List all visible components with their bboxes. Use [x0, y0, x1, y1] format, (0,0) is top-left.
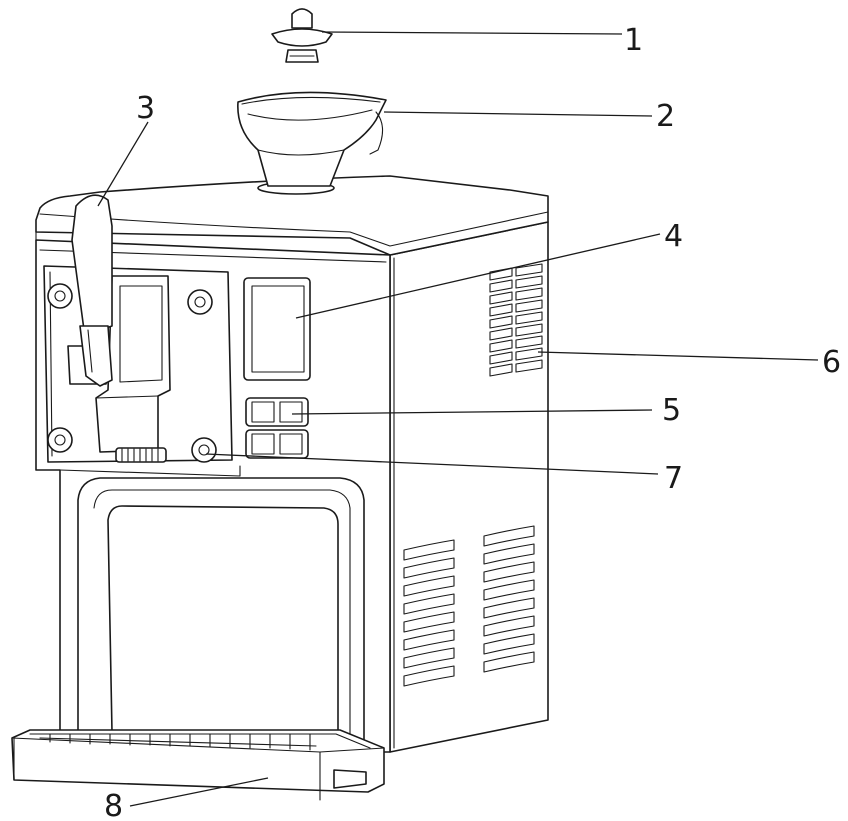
- leader-lines: [97, 31, 819, 807]
- display-screen: [243, 277, 311, 381]
- dispense-handle: [71, 194, 113, 387]
- leader-3: [97, 121, 149, 207]
- callout-2: 2: [656, 99, 675, 134]
- callout-8: 8: [104, 789, 123, 821]
- leader-1: [321, 31, 623, 35]
- leader-4: [295, 233, 661, 319]
- nozzle-ring: [115, 447, 167, 463]
- leader-2: [383, 111, 653, 117]
- hopper-funnel: [237, 91, 387, 195]
- callout-7: 7: [664, 461, 683, 496]
- side-panel: [389, 221, 549, 753]
- knob-bottom-left: [47, 427, 73, 453]
- control-buttons: [245, 397, 309, 459]
- knob-top-right: [187, 289, 213, 315]
- callout-5: 5: [662, 393, 681, 428]
- leader-8: [129, 777, 269, 807]
- knob-top-left: [47, 283, 73, 309]
- drip-tray-grate: [49, 733, 311, 751]
- side-vent-lower-left: [403, 539, 455, 687]
- callout-6: 6: [822, 345, 841, 380]
- side-vent-lower-right: [483, 525, 535, 673]
- knob-bottom-right: [191, 437, 217, 463]
- leader-5: [291, 409, 653, 415]
- drip-tray: [11, 729, 385, 801]
- dispense-alcove: [59, 465, 365, 741]
- hopper-cap: [271, 8, 333, 63]
- callout-4: 4: [664, 219, 683, 254]
- leader-6: [537, 351, 819, 361]
- callout-1: 1: [624, 23, 643, 58]
- callout-3: 3: [136, 91, 155, 126]
- leader-7: [205, 453, 659, 475]
